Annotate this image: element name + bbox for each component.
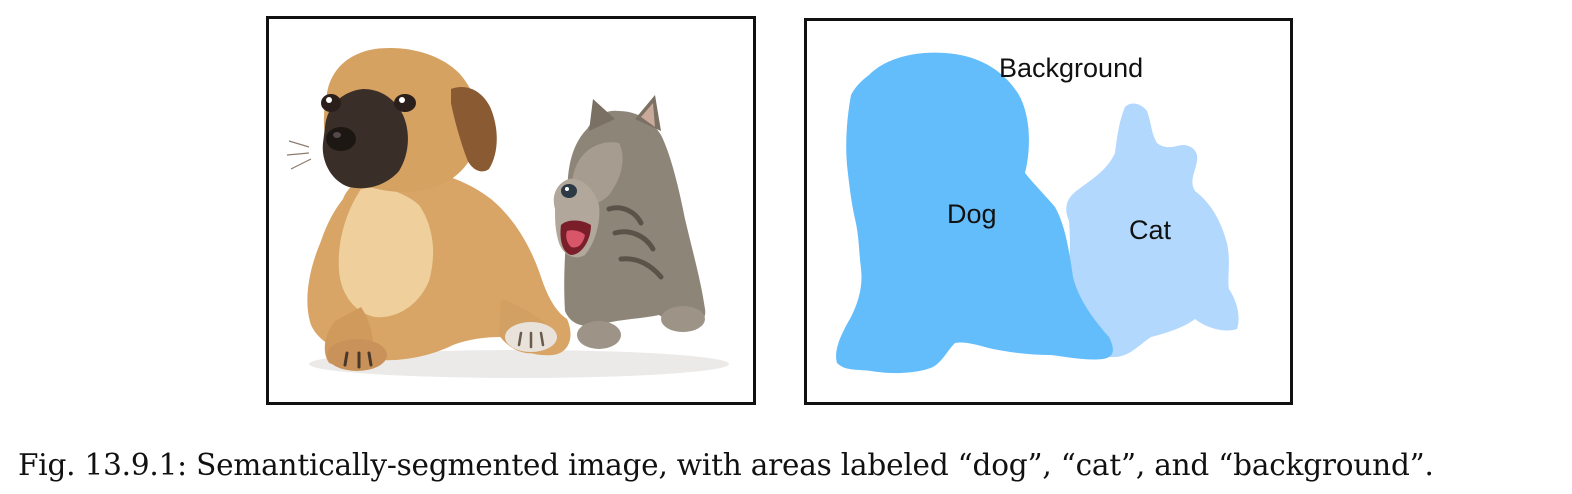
segmentation-panel: Background Dog Cat: [804, 18, 1293, 405]
dog-region: [836, 52, 1113, 374]
puppy: [286, 48, 571, 371]
kitten: [553, 95, 706, 349]
cat-region: [1066, 103, 1239, 357]
label-cat: Cat: [1129, 215, 1172, 245]
figure-caption: Fig. 13.9.1: Semantically-segmented imag…: [18, 448, 1434, 482]
dog-and-cat-photo: [286, 48, 729, 378]
photo-panel: [266, 16, 756, 405]
label-background: Background: [999, 53, 1144, 83]
segmentation-map: [836, 52, 1239, 374]
label-dog: Dog: [947, 199, 997, 229]
